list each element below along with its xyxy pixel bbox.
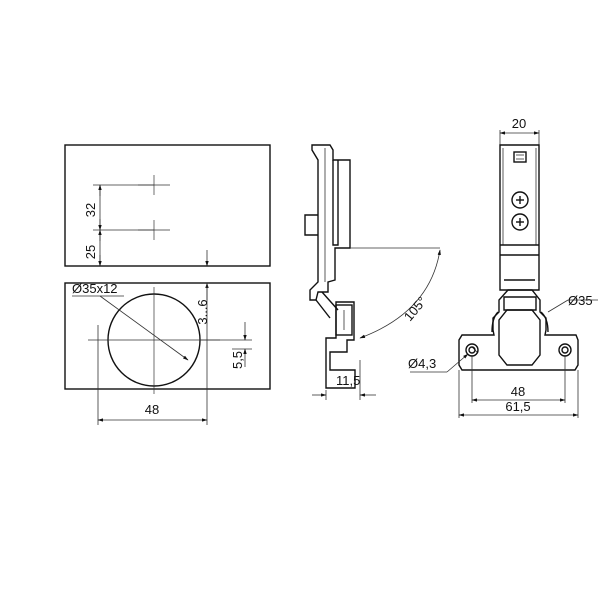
dim-25-label: 25 [83,245,98,259]
dim-20-label: 20 [512,116,526,131]
cup-diameter-leader-right: Ø35 [547,293,598,313]
dim-48-front-label: 48 [145,402,159,417]
hinge-front-view: 20 [408,116,598,418]
dimension-32-25: 32 25 [83,184,154,267]
front-view: 32 25 Ø35x12 3...6 5,5 [64,144,271,425]
mounting-screw-icon [511,213,529,231]
dim-32-label: 32 [83,203,98,217]
dimension-48-front: 48 [97,402,208,422]
dim-48-hinge-label: 48 [511,384,525,399]
dim-5-5-label: 5,5 [230,351,245,369]
door-panel [64,282,271,390]
dim-61-5-label: 61,5 [505,399,530,414]
dim-3-6-label: 3...6 [195,299,210,324]
dim-11-5-label: 11,5 [336,373,360,388]
hinge-arm-outline [309,144,351,301]
screw-hole-right [558,343,572,357]
cabinet-panel [64,144,271,267]
hole-diameter-leader: Ø4,3 [408,353,469,373]
dimension-11-5: 11,5 [312,373,376,397]
hinge-cup-front [458,289,579,371]
cup-diameter-leader: Ø35x12 [72,281,189,361]
dimension-48-hinge: 48 [471,384,566,402]
dimension-20: 20 [499,116,540,145]
adjustment-screw-icon [511,191,529,209]
opening-angle: 105° [359,249,441,339]
hinge-arm-front [499,144,540,291]
dimension-61-5: 61,5 [458,399,579,417]
dim-cup-label: Ø35x12 [72,281,118,296]
dim-hole-label: Ø4,3 [408,356,436,371]
dimension-5-5: 5,5 [200,322,252,369]
dim-cup-dia-label: Ø35 [568,293,593,308]
dim-angle-label: 105° [401,294,430,324]
hinge-cup-side [325,301,356,389]
